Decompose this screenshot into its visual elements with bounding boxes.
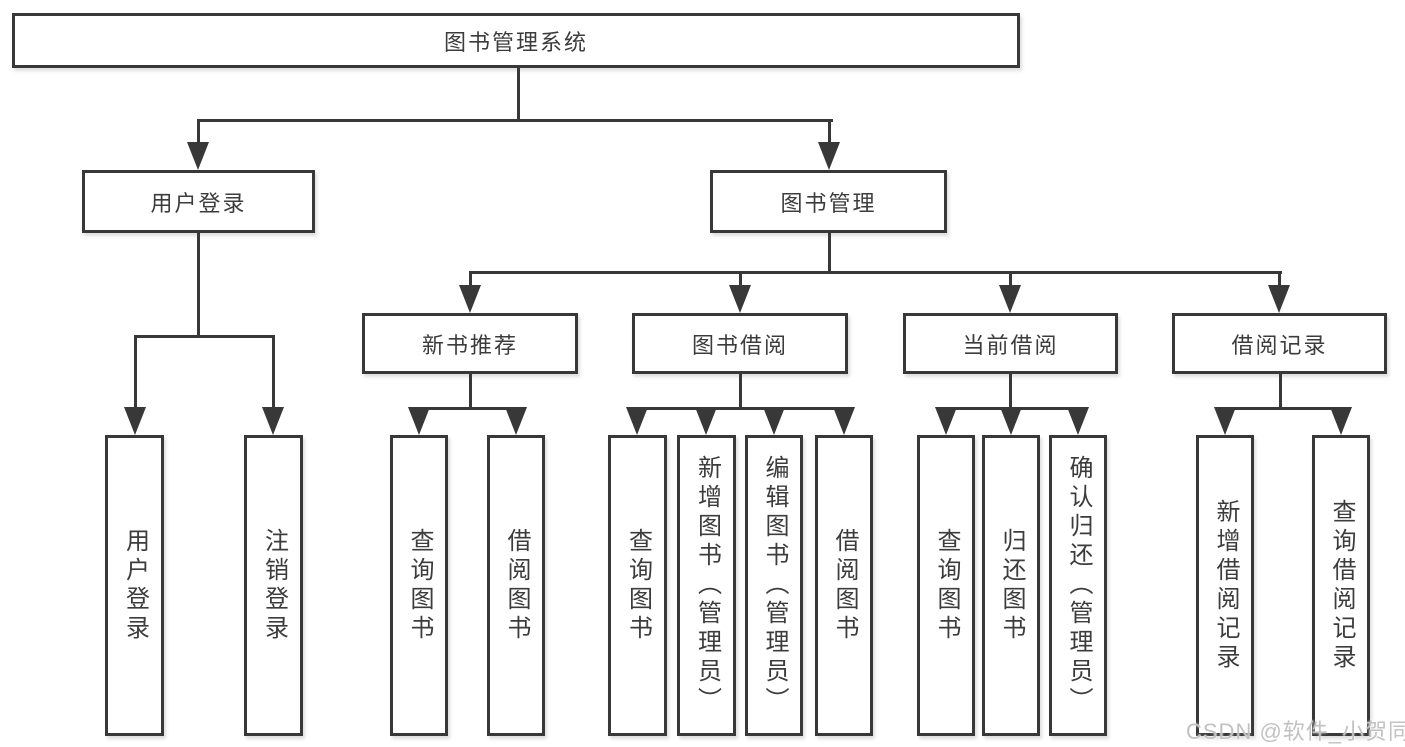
node-label: 当前借阅 [962, 332, 1059, 358]
arrow-down-icon [1067, 407, 1089, 435]
leaf-rec-borrow-books: 借阅图书 [487, 435, 545, 736]
connector-vline [469, 271, 472, 293]
node-user-login: 用户登录 [82, 170, 315, 233]
arrow-down-icon [1214, 407, 1236, 435]
leaf-br-add-record: 新增借阅记录 [1196, 435, 1254, 736]
node-label: 归还图书 [998, 527, 1025, 644]
leaf-cb-confirm-return-admin: 确认归还（管理员） [1049, 435, 1107, 736]
arrow-down-icon [408, 407, 430, 435]
leaf-bb-add-books-admin: 新增图书（管理员） [677, 435, 736, 736]
connector-vline [469, 374, 472, 409]
connector-hline [469, 271, 1282, 274]
node-borrowing-records: 借阅记录 [1172, 313, 1387, 374]
arrow-down-icon [459, 285, 481, 313]
leaf-br-query-record: 查询借阅记录 [1312, 435, 1370, 736]
node-label: 图书借阅 [691, 332, 788, 358]
leaf-logout: 注销登录 [244, 435, 303, 736]
leaf-cb-query-books: 查询图书 [917, 435, 975, 736]
connector-hline [636, 407, 845, 410]
connector-vline [1278, 271, 1281, 293]
arrow-down-icon [262, 407, 284, 435]
node-label: 用户登录 [121, 527, 149, 644]
node-label: 图书管理 [780, 190, 877, 216]
leaf-bb-edit-books-admin: 编辑图书（管理员） [745, 435, 803, 736]
node-label: 注销登录 [260, 527, 288, 644]
arrow-down-icon [124, 407, 146, 435]
node-label: 编辑图书（管理员） [761, 455, 788, 716]
connector-vline [1279, 374, 1282, 409]
leaf-rec-query-books: 查询图书 [390, 435, 448, 736]
node-label: 查询借阅记录 [1328, 498, 1355, 673]
connector-vline [828, 233, 831, 274]
node-label: 借阅图书 [831, 527, 858, 644]
connector-hline [197, 119, 833, 122]
connector-vline [197, 119, 200, 149]
leaf-user-login: 用户登录 [105, 435, 164, 736]
node-label: 用户登录 [150, 190, 247, 216]
arrow-down-icon [763, 407, 785, 435]
arrow-down-icon [1268, 285, 1290, 313]
connector-hline [134, 335, 275, 338]
connector-vline [739, 271, 742, 293]
node-label: 查询图书 [624, 527, 652, 644]
node-label: 借阅记录 [1231, 332, 1328, 358]
connector-hline [1224, 407, 1343, 410]
arrow-down-icon [999, 285, 1021, 313]
leaf-bb-query-books: 查询图书 [608, 435, 667, 736]
node-book-management: 图书管理 [710, 170, 947, 233]
node-label: 新增图书（管理员） [693, 455, 721, 716]
arrow-down-icon [695, 407, 717, 435]
node-label: 确认归还（管理员） [1065, 455, 1092, 716]
connector-vline [1009, 374, 1012, 409]
leaf-bb-borrow-books: 借阅图书 [815, 435, 873, 736]
node-current-borrowing: 当前借阅 [903, 313, 1118, 374]
node-label: 新增借阅记录 [1212, 498, 1239, 673]
node-library-system: 图书管理系统 [12, 13, 1020, 68]
connector-vline [739, 374, 742, 409]
node-label: 借阅图书 [503, 527, 530, 644]
leaf-cb-return-books: 归还图书 [982, 435, 1040, 736]
node-label: 新书推荐 [421, 332, 518, 358]
arrow-down-icon [626, 407, 648, 435]
node-label: 查询图书 [933, 527, 960, 644]
arrow-down-icon [187, 142, 209, 170]
arrow-down-icon [935, 407, 957, 435]
arrow-down-icon [505, 407, 527, 435]
arrow-down-icon [833, 407, 855, 435]
arrow-down-icon [1000, 407, 1022, 435]
watermark: CSDN @软件_小贺同学 [1186, 719, 1405, 744]
node-label: 图书管理系统 [443, 29, 588, 55]
arrow-down-icon [1330, 407, 1352, 435]
arrow-down-icon [818, 142, 840, 170]
connector-vline [828, 119, 831, 149]
connector-hline [418, 407, 518, 410]
connector-vline [517, 68, 520, 121]
arrow-down-icon [729, 285, 751, 313]
node-label: 查询图书 [406, 527, 433, 644]
connector-vline [272, 335, 275, 415]
connector-vline [1009, 271, 1012, 293]
connector-vline [197, 233, 200, 338]
node-book-borrowing: 图书借阅 [632, 313, 848, 374]
node-new-book-recommend: 新书推荐 [362, 313, 578, 374]
connector-vline [134, 335, 137, 415]
